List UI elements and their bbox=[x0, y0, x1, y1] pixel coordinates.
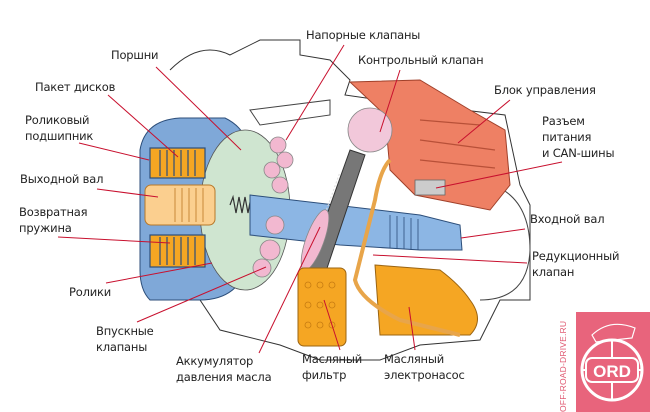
label-text: Контрольный клапан bbox=[358, 53, 484, 67]
label-text: давления масла bbox=[176, 370, 272, 384]
pistons-shape bbox=[252, 136, 294, 278]
label-return-spring: Возвратная пружина bbox=[19, 204, 88, 236]
label-oil-filter: Масляный фильтр bbox=[302, 351, 362, 383]
label-text: электронасос bbox=[384, 368, 465, 382]
label-text: Масляный bbox=[384, 352, 445, 366]
label-reduction-valve: Редукционный клапан bbox=[532, 248, 619, 280]
label-pistons: Поршни bbox=[111, 47, 159, 63]
label-text: пружина bbox=[19, 221, 72, 235]
label-text: Входной вал bbox=[530, 212, 605, 226]
label-text: Аккумулятор bbox=[176, 354, 254, 368]
leader-accumulator bbox=[258, 226, 321, 354]
label-text: питания bbox=[542, 130, 592, 144]
label-text: и CAN-шины bbox=[542, 146, 615, 160]
connector-shape bbox=[414, 179, 446, 196]
label-text: клапан bbox=[532, 265, 575, 279]
label-text: Ролики bbox=[69, 285, 112, 299]
input-shaft-shape bbox=[249, 194, 463, 251]
oil-pipe bbox=[352, 158, 461, 337]
label-text: Блок управления bbox=[494, 83, 596, 97]
leader-pressure-valves bbox=[285, 44, 345, 141]
oil-pump-shape bbox=[374, 264, 478, 336]
label-text: Впускные bbox=[96, 324, 154, 338]
label-control-unit: Блок управления bbox=[494, 82, 596, 98]
housing-outline bbox=[149, 39, 531, 361]
label-text: Выходной вал bbox=[20, 172, 104, 186]
label-control-valve: Контрольный клапан bbox=[358, 52, 484, 68]
logo-text: ORD bbox=[593, 362, 631, 381]
leader-oil-pump bbox=[408, 306, 416, 351]
output-shaft-shape bbox=[144, 184, 216, 226]
leader-connector bbox=[435, 161, 563, 189]
disc-pack-shape bbox=[149, 147, 206, 268]
label-input-shaft: Входной вал bbox=[530, 211, 605, 227]
label-disc-pack: Пакет дисков bbox=[35, 79, 115, 95]
label-text: Разъем bbox=[542, 114, 585, 128]
label-text: Роликовый bbox=[25, 113, 90, 127]
label-accumulator: Аккумулятор давления масла bbox=[176, 353, 272, 385]
label-text: Напорные клапаны bbox=[306, 28, 421, 42]
leader-input-shaft bbox=[460, 228, 526, 239]
leader-reduction-valve bbox=[372, 254, 528, 264]
leader-return-spring bbox=[57, 236, 171, 244]
leader-output-shaft bbox=[96, 188, 159, 198]
label-pressure-valves: Напорные клапаны bbox=[306, 27, 420, 43]
label-text: Масляный bbox=[302, 352, 363, 366]
label-rollers: Ролики bbox=[69, 284, 111, 300]
leader-lines bbox=[57, 44, 563, 354]
label-text: Редукционный bbox=[532, 249, 620, 263]
leader-pistons bbox=[155, 66, 242, 151]
leader-control-valve bbox=[379, 69, 401, 133]
leader-oil-filter bbox=[323, 299, 341, 351]
label-connector: Разъем питания и CAN-шины bbox=[542, 113, 615, 161]
label-output-shaft: Выходной вал bbox=[20, 171, 103, 187]
label-text: Пакет дисков bbox=[35, 80, 116, 94]
leader-disc-pack bbox=[107, 94, 179, 158]
leader-rollers bbox=[105, 262, 213, 284]
label-text: подшипник bbox=[25, 129, 94, 143]
control-valve-shape bbox=[347, 107, 393, 153]
label-text: Возвратная bbox=[19, 205, 88, 219]
label-text: Поршни bbox=[111, 48, 159, 62]
label-text: фильтр bbox=[302, 368, 347, 382]
leader-roller-bearing bbox=[78, 142, 150, 161]
watermark-site: OFF-ROAD-DRIVE.RU bbox=[558, 320, 568, 412]
leader-inlet-valves bbox=[136, 266, 267, 323]
leader-control-unit bbox=[457, 99, 511, 144]
label-inlet-valves: Впускные клапаны bbox=[96, 323, 154, 355]
label-roller-bearing: Роликовый подшипник bbox=[25, 112, 93, 144]
label-oil-pump: Масляный электронасос bbox=[384, 351, 465, 383]
ord-logo: ORD bbox=[576, 312, 650, 412]
label-text: клапаны bbox=[96, 340, 148, 354]
